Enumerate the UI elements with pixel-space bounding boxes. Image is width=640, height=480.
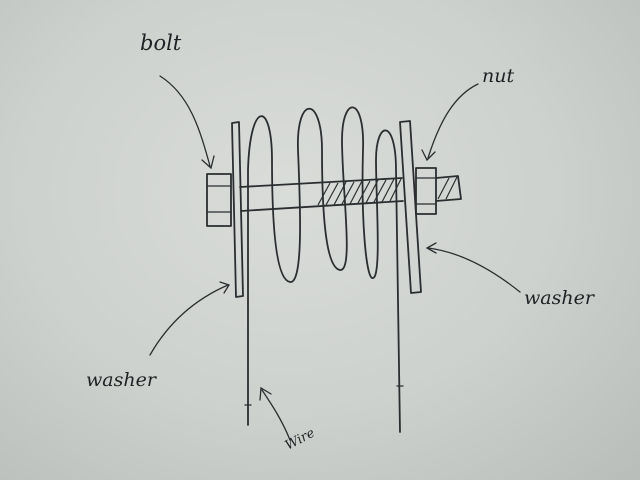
bolt-leader-arrow [159, 75, 211, 167]
hatch-line [349, 180, 363, 205]
thread-hatching [317, 176, 458, 206]
nut-leader-arrow [427, 83, 479, 159]
hatch-line [317, 182, 331, 206]
washer-right-arrowhead [425, 242, 437, 254]
bolt-shaft-bottom [240, 200, 404, 212]
right-washer [399, 120, 422, 294]
hatch-line [445, 176, 458, 200]
bolt-head [206, 173, 232, 227]
hatch-line [381, 178, 395, 203]
washer-left-leader-arrow [149, 284, 229, 356]
washer-right-leader-arrow [427, 247, 521, 293]
nut-arrowhead [421, 149, 436, 162]
bolt-arrowhead [201, 155, 215, 170]
wire-coil [247, 106, 401, 433]
hatch-line [437, 177, 450, 200]
hatch-line [357, 180, 371, 204]
bolt-shaft-top [239, 177, 403, 188]
washer-right-label: washer [524, 287, 596, 309]
washer-left-arrowhead [219, 281, 230, 294]
washer-left-label: washer [86, 369, 158, 391]
bolt-label: bolt [140, 31, 182, 55]
wire-arrowhead [259, 386, 272, 401]
left-washer [231, 121, 244, 298]
wire-leader-arrow [261, 389, 291, 441]
nut [415, 167, 437, 215]
hatch-line [325, 182, 339, 206]
bolt-thread-end [435, 175, 462, 202]
nut-label: nut [482, 65, 514, 87]
wire-label: Wire [283, 425, 318, 453]
